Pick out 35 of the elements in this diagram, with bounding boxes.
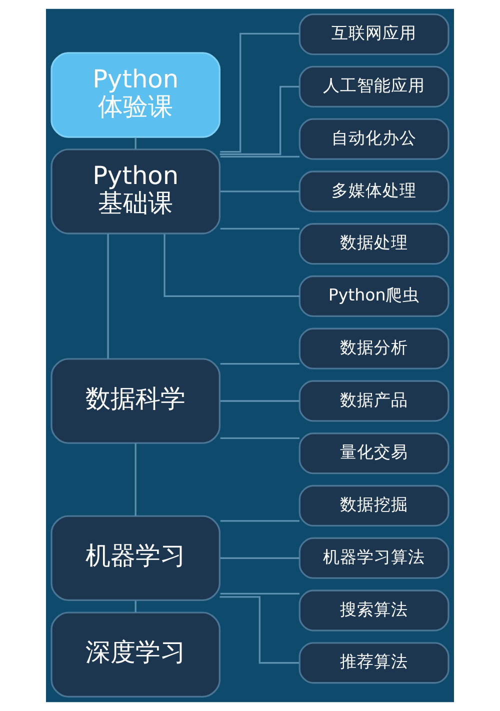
connector	[220, 437, 300, 440]
node-box: 机器学习	[50, 515, 220, 601]
connector	[220, 228, 300, 230]
connector	[220, 362, 300, 365]
node-box: 互联网应用	[298, 14, 450, 56]
node-box: 搜索算法	[298, 590, 450, 632]
connector	[220, 32, 300, 153]
connector	[134, 600, 136, 612]
connector	[220, 557, 300, 559]
node-box: 数据挖掘	[298, 484, 450, 527]
connector	[220, 86, 300, 156]
connector	[220, 592, 300, 595]
node-box: 数据分析	[298, 328, 450, 370]
node-box: Python 基础课	[50, 148, 220, 234]
node-box: 机器学习算法	[298, 537, 450, 579]
connector	[164, 234, 300, 298]
connector	[220, 156, 300, 158]
node-box: Python 体验课	[50, 52, 220, 138]
node-box: 数据产品	[298, 380, 450, 422]
connector	[220, 596, 300, 664]
node-box: Python爬虫	[298, 275, 450, 318]
connector	[134, 443, 136, 516]
node-box: 人工智能应用	[298, 66, 450, 108]
node-box: 多媒体处理	[298, 170, 450, 212]
node-box: 自动化办公	[298, 118, 450, 160]
connector	[220, 400, 300, 402]
node-box: 数据科学	[50, 358, 220, 444]
connector	[107, 234, 109, 359]
node-box: 推荐算法	[298, 642, 450, 684]
node-box: 深度学习	[50, 612, 220, 698]
node-box: 量化交易	[298, 432, 450, 474]
connector	[220, 520, 300, 522]
node-box: 数据处理	[298, 223, 450, 265]
connector	[134, 138, 136, 150]
connector	[220, 190, 300, 192]
